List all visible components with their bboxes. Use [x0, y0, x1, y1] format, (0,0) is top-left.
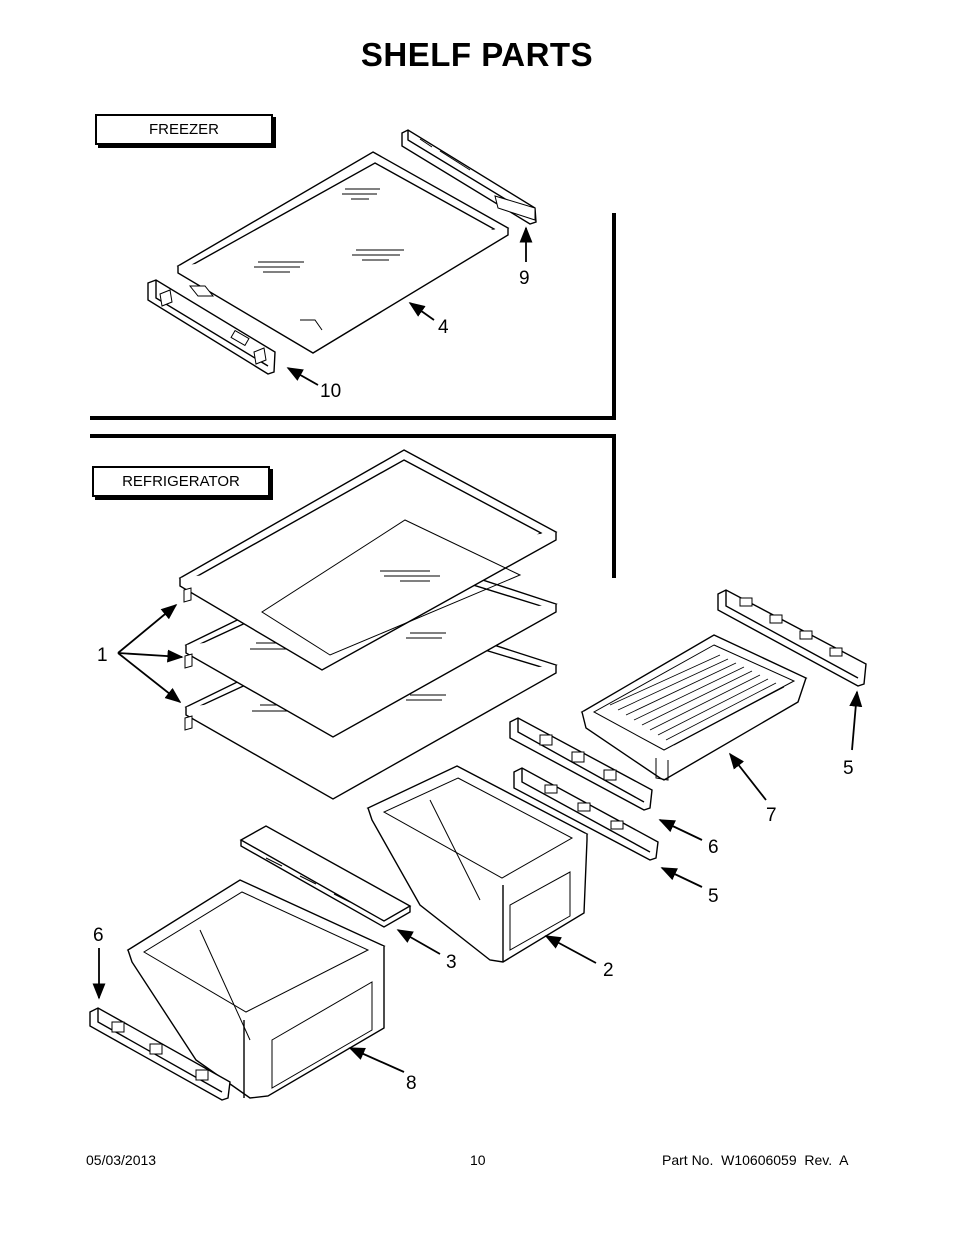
callout-5-top: 5: [843, 758, 854, 779]
arrow-1a: [117, 603, 178, 654]
callout-8: 8: [406, 1073, 417, 1094]
arrow-5-mid: [660, 867, 703, 888]
footer-page-number: 10: [470, 1152, 486, 1168]
freezer-shelf-rail-left: [147, 279, 276, 375]
arrow-10: [286, 367, 319, 386]
crisper-drawer-right: [366, 765, 589, 963]
shelf-rail-6-right: [509, 717, 653, 811]
refrigerator-section-label: REFRIGERATOR: [92, 466, 270, 497]
freezer-section-label: FREEZER: [95, 114, 273, 145]
callout-4: 4: [438, 317, 449, 338]
arrow-8: [348, 1047, 405, 1073]
callout-6-right: 6: [708, 837, 719, 858]
callout-9: 9: [519, 268, 530, 289]
shelf-rail-6-left: [89, 1007, 231, 1101]
arrow-4: [408, 302, 435, 321]
callout-7: 7: [766, 805, 777, 826]
arrow-7: [729, 752, 767, 801]
arrow-1c: [117, 652, 182, 704]
shelf-rail-5-middle: [513, 767, 659, 861]
callout-1: 1: [97, 645, 108, 666]
arrow-6-right: [658, 819, 703, 841]
arrow-3: [396, 929, 441, 955]
arrow-5-top: [849, 690, 863, 751]
freezer-glass-shelf: [176, 151, 510, 354]
snack-tray: [580, 634, 808, 781]
callout-3: 3: [446, 952, 457, 973]
callout-6-left: 6: [93, 925, 104, 946]
arrow-2: [544, 935, 597, 964]
arrow-1b: [117, 649, 184, 663]
refrigerator-section-border: [90, 434, 616, 578]
shelf-rail-5-top: [717, 589, 867, 687]
callout-10: 10: [320, 381, 342, 402]
freezer-section-border: [90, 213, 616, 420]
footer-part-number: Part No. W10606059 Rev. A: [662, 1152, 849, 1168]
footer-date: 05/03/2013: [86, 1152, 157, 1168]
freezer-shelf-rail-right: [401, 129, 537, 225]
callout-5-mid: 5: [708, 886, 719, 907]
crisper-drawer-left: [126, 879, 386, 1099]
glass-shelf-top: [178, 449, 558, 671]
crisper-cover: [239, 825, 412, 928]
callout-2: 2: [603, 960, 614, 981]
page-title: SHELF PARTS: [360, 36, 594, 73]
